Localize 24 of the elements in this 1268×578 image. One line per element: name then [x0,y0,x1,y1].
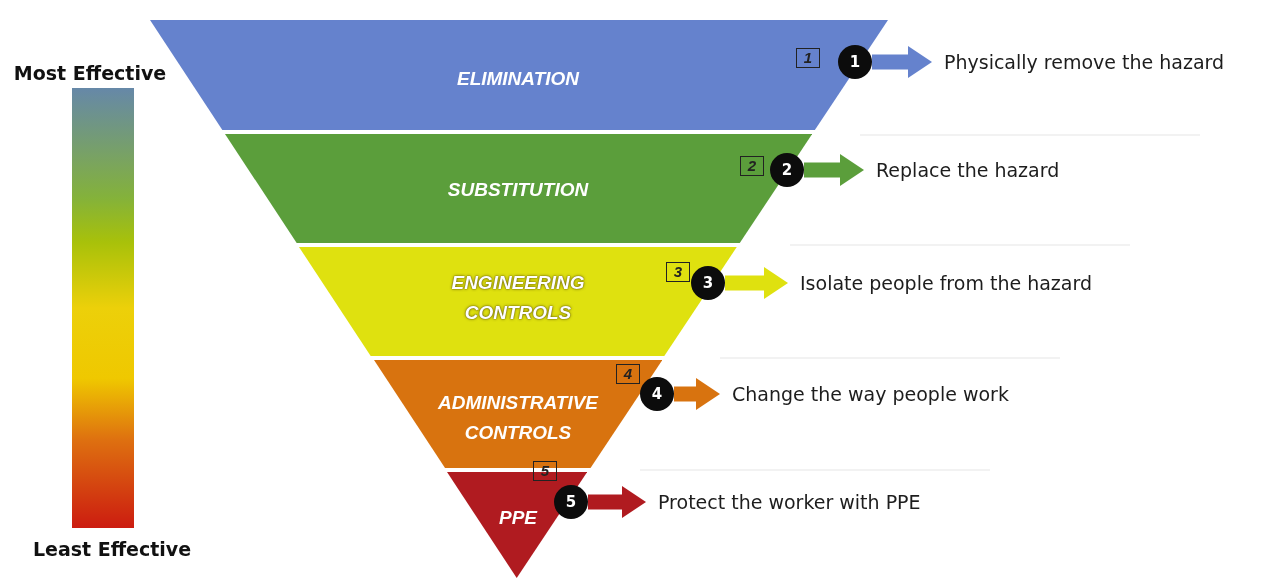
arrow [872,46,932,78]
step-number-circle: 4 [640,377,674,411]
step-number: 1 [796,48,820,68]
step-number: 5 [533,461,557,481]
control-level-label: ENGINEERING CONTROLS [450,271,586,325]
control-level-label: ADMINISTRATIVE CONTROLS [436,391,600,445]
step-number: 2 [740,156,764,176]
effectiveness-label: Least Effective [32,538,192,560]
arrow [674,378,720,410]
arrow [588,486,646,518]
control-level-label: SUBSTITUTION [447,178,589,202]
effectiveness-label: Most Effective [13,62,167,84]
description-text: Physically remove the hazard [932,47,1225,77]
arrow [804,154,864,186]
arrow [725,267,788,299]
description-text: Replace the hazard [864,155,1060,185]
step-number-circle: 5 [554,485,588,519]
description-text: Isolate people from the hazard [788,268,1092,298]
control-level-label: ELIMINATION [456,67,580,91]
step-number: 4 [616,364,640,384]
step-number: 3 [666,262,690,282]
description-text: Change the way people work [720,379,1009,409]
description-text: Protect the worker with PPE [646,487,921,517]
control-level-label: PPE [498,506,537,530]
